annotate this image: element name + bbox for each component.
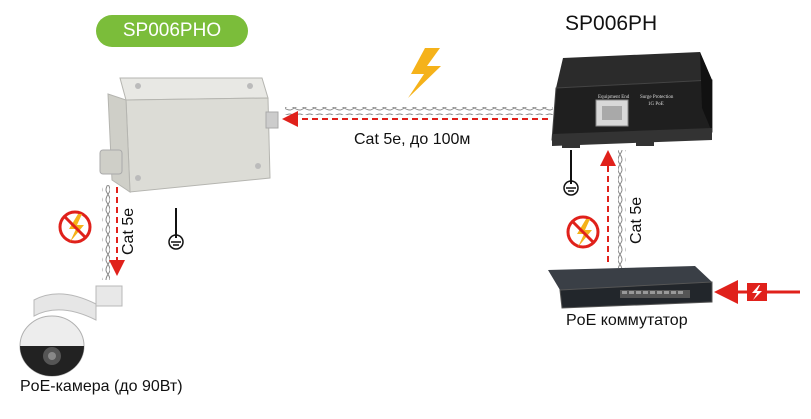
indoor-unit-box: Equipment End Surge Protection 1G PoE <box>551 52 713 148</box>
outdoor-unit-box <box>99 77 279 193</box>
outdoor-unit-title: SP006PHO <box>96 15 248 47</box>
ptz-camera <box>19 285 123 377</box>
svg-text:Surge Protection: Surge Protection <box>640 95 674 100</box>
camera-cable <box>102 185 110 280</box>
lightning-icon <box>408 48 441 98</box>
surge-icon <box>747 283 767 301</box>
svg-text:Equipment End: Equipment End <box>598 95 630 100</box>
ground-icon <box>563 150 579 196</box>
switch-cable <box>618 150 626 268</box>
switch-cable-label: Cat 5e <box>628 196 645 244</box>
no-lightning-icon <box>58 210 92 244</box>
poe-switch <box>548 266 713 309</box>
no-lightning-icon <box>566 215 600 249</box>
switch-label: PoE коммутатор <box>566 312 688 329</box>
main-cable-label: Cat 5e, до 100м <box>354 131 471 148</box>
camera-label: PoE-камера (до 90Вт) <box>20 378 183 395</box>
camera-cable-label: Cat 5e <box>120 207 137 255</box>
svg-text:1G PoE: 1G PoE <box>648 102 664 107</box>
ground-icon <box>168 208 184 250</box>
main-cable <box>285 107 553 115</box>
indoor-unit-title: SP006PH <box>565 12 658 35</box>
